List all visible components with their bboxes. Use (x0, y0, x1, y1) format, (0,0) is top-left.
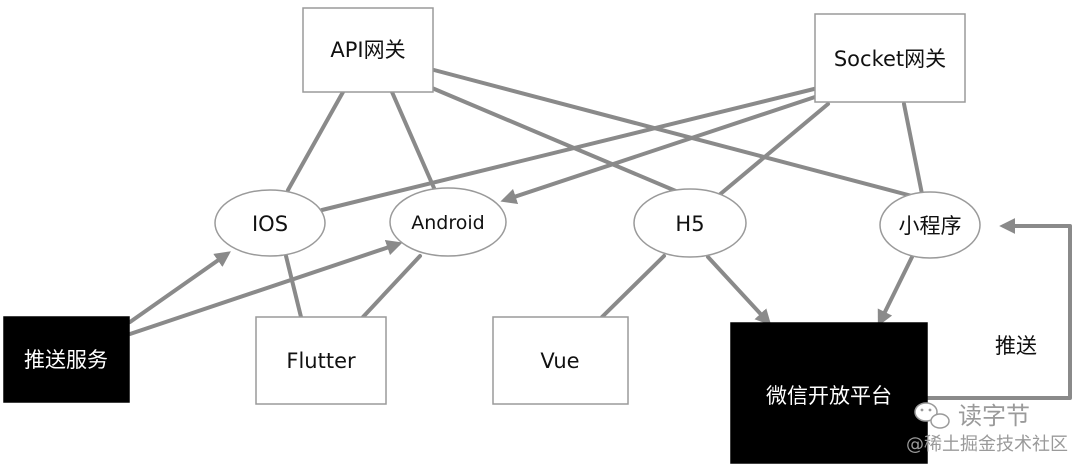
edge-api-android (390, 90, 436, 190)
android-label: Android (411, 212, 484, 234)
flutter-label: Flutter (286, 349, 356, 373)
mini-program-label: 小程序 (899, 214, 962, 238)
node-ios: IOS (214, 189, 326, 257)
ios-label: IOS (252, 212, 288, 236)
node-mini-program: 小程序 (879, 191, 981, 259)
edge-android-flutter (361, 254, 422, 319)
node-vue: Vue (492, 316, 629, 405)
edge-push-ios (128, 251, 231, 324)
watermark-community: @稀土掘金技术社区 (906, 434, 1068, 455)
edge-h5-vue (600, 254, 666, 319)
node-api-gateway: API网关 (302, 7, 434, 93)
node-flutter: Flutter (255, 316, 387, 405)
edge-api-h5 (430, 86, 692, 199)
edge-push-android (128, 239, 403, 336)
wechat-platform-label: 微信开放平台 (766, 384, 892, 408)
vue-label: Vue (540, 349, 579, 373)
h5-label: H5 (675, 212, 704, 236)
node-android: Android (389, 187, 507, 257)
edge-mini-program-wechat (877, 255, 914, 327)
edge-api-mini-program (432, 68, 914, 198)
push-service-label: 推送服务 (24, 348, 108, 372)
edge-socket-h5 (716, 102, 830, 198)
api-gateway-label: API网关 (330, 38, 405, 62)
node-push-service: 推送服务 (3, 316, 130, 403)
edge-socket-android (500, 94, 820, 205)
edge-ios-flutter (284, 254, 303, 319)
socket-gateway-label: Socket网关 (834, 47, 946, 71)
edge-label-push: 推送 (995, 334, 1037, 358)
edges (128, 68, 1072, 400)
node-h5: H5 (633, 188, 747, 258)
wechat-icon (914, 402, 950, 429)
edge-wechat-push-loop (926, 218, 1072, 400)
watermark: 读字节 @稀土掘金技术社区 (906, 402, 1068, 455)
watermark-brand: 读字节 (958, 402, 1030, 430)
node-socket-gateway: Socket网关 (814, 13, 966, 103)
node-wechat-platform: 微信开放平台 (730, 322, 928, 464)
edge-socket-ios (320, 86, 820, 212)
edge-socket-mini-program (902, 102, 924, 196)
edge-h5-wechat (706, 255, 772, 326)
edge-api-ios (286, 90, 345, 192)
